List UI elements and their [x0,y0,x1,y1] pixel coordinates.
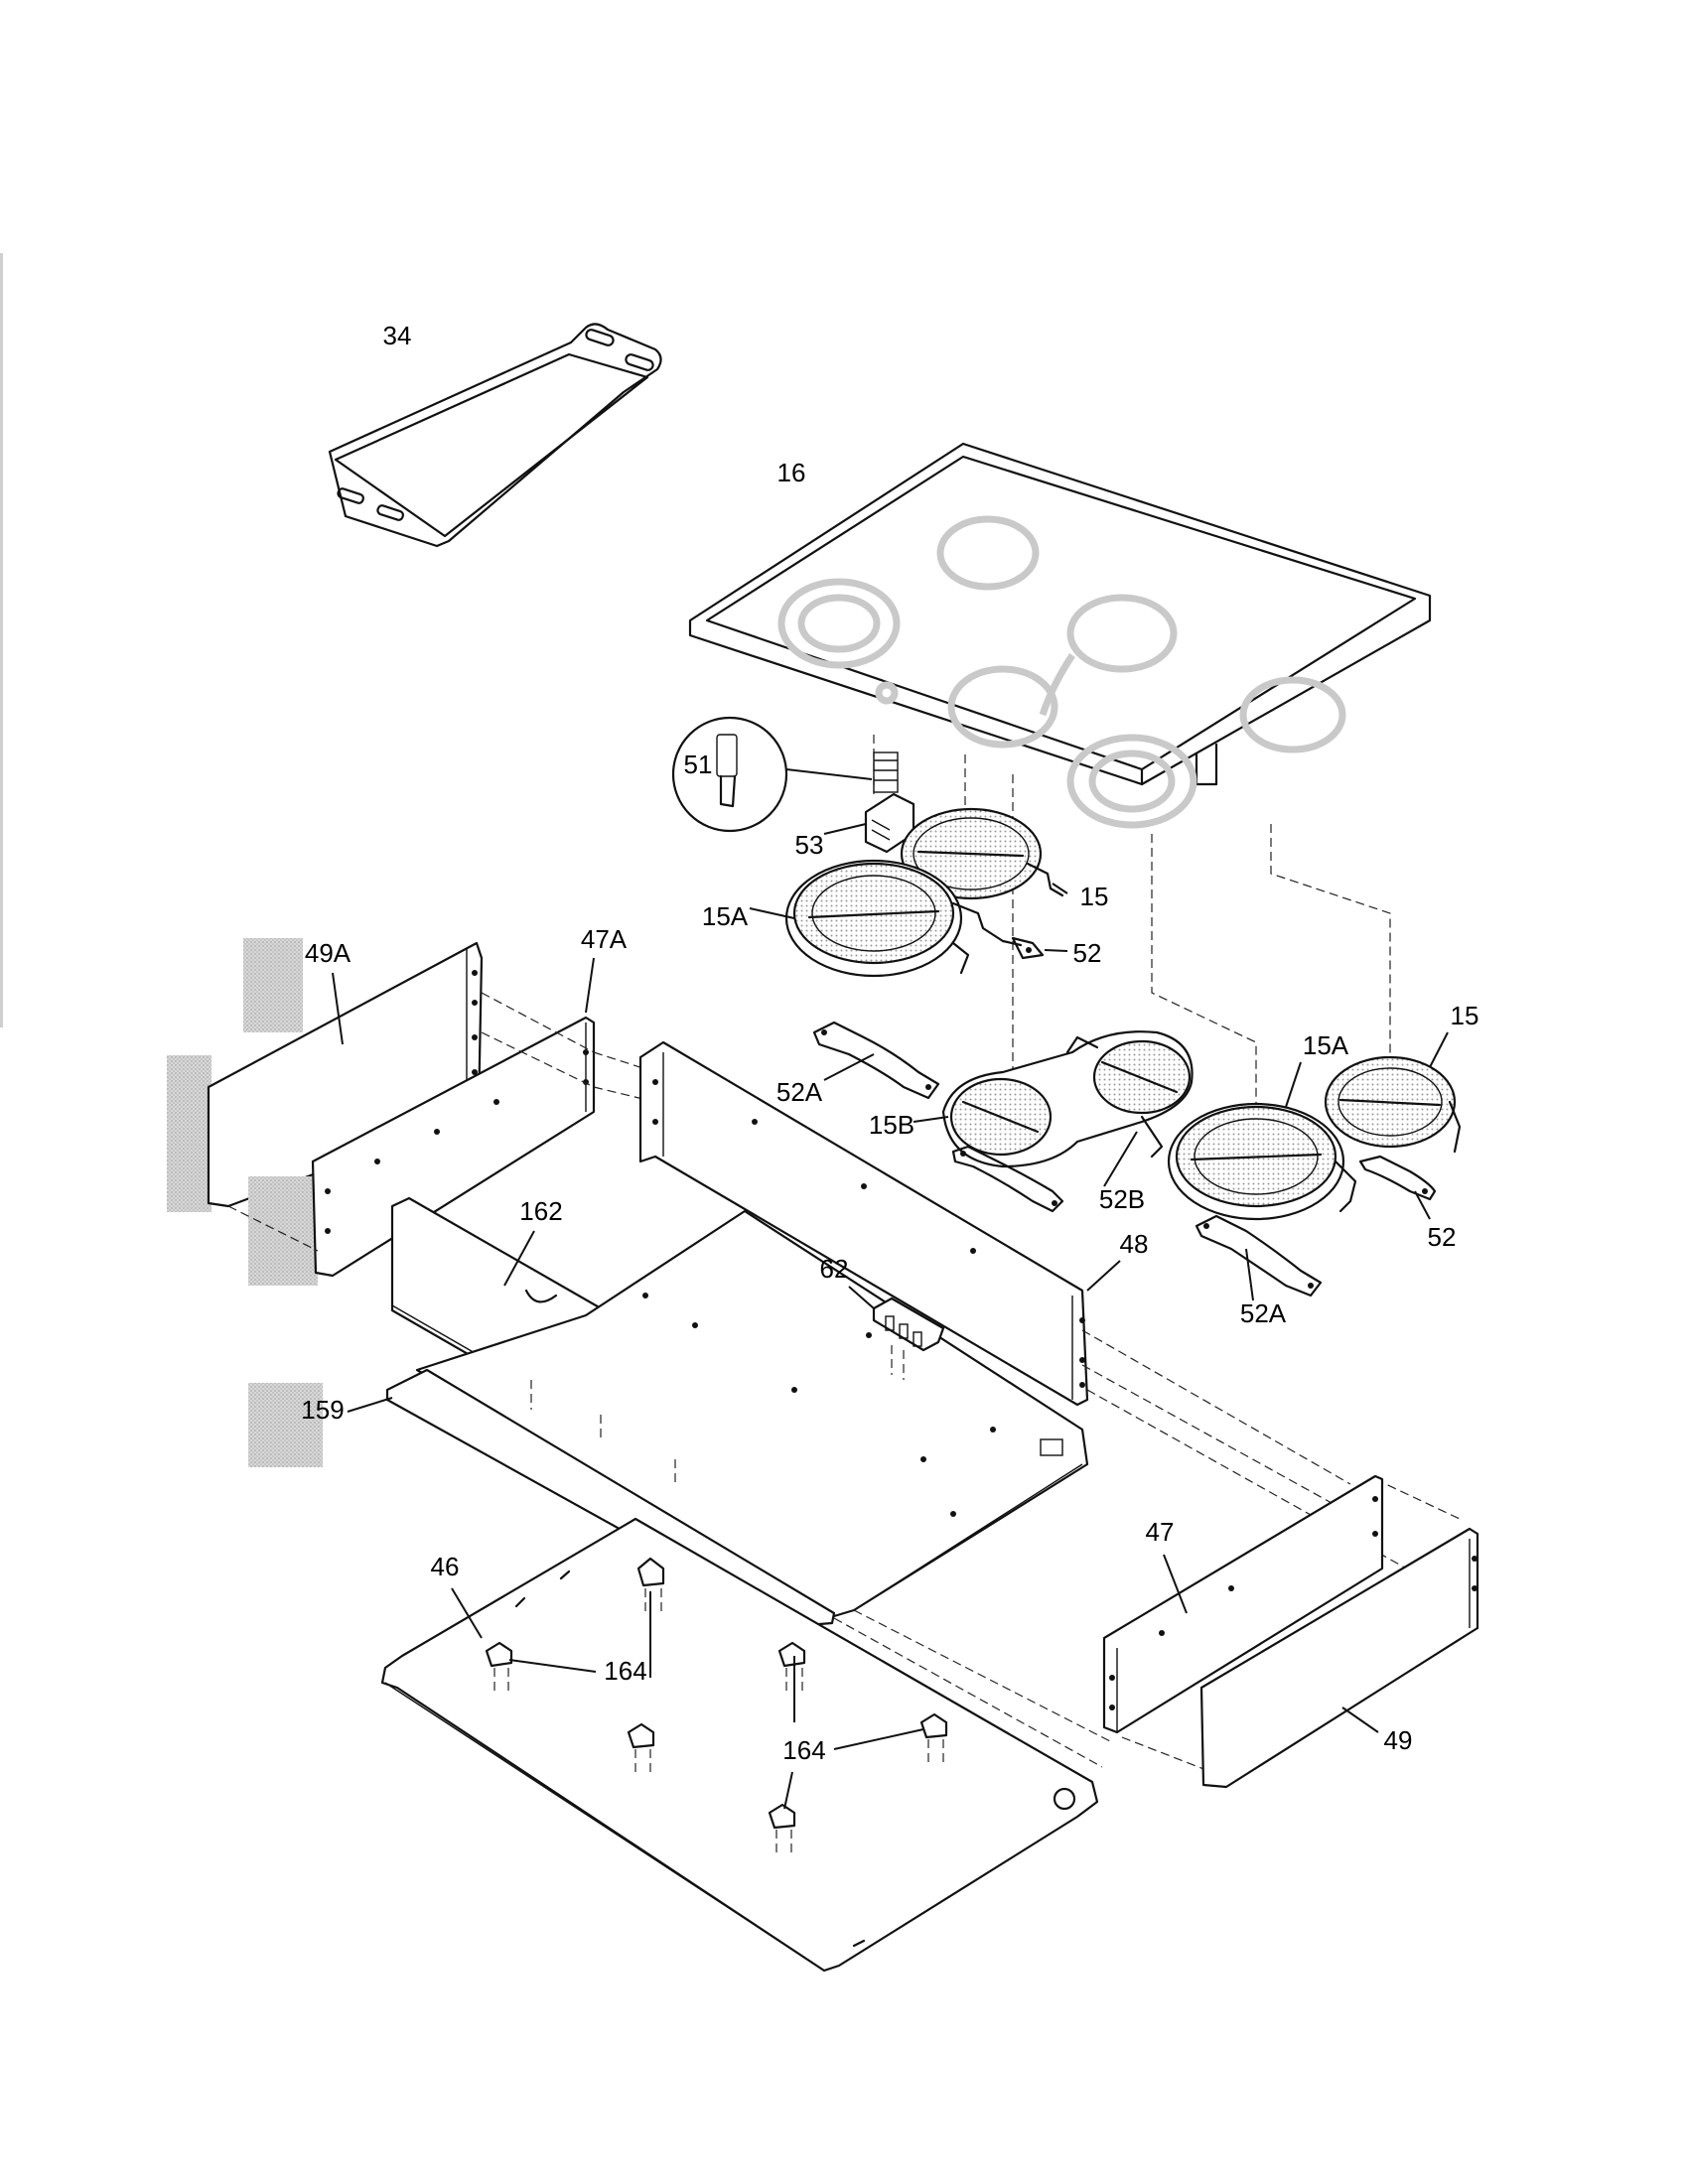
callout-49: 49 [1384,1725,1413,1755]
radiant-element-15-top [900,807,1068,900]
clip [636,1557,665,1613]
callout-164-a: 164 [604,1656,646,1686]
callout-52A-right: 52A [1240,1298,1287,1328]
callout-46: 46 [431,1552,460,1581]
callout-52-top: 52 [1073,938,1102,968]
callout-15-right: 15 [1451,1001,1479,1030]
rear-panel [638,1040,1121,1407]
clip [919,1712,948,1767]
callout-162: 162 [519,1196,562,1226]
clip [777,1641,806,1693]
radiant-element-15-right [1324,1031,1462,1154]
insulation [248,1368,836,1628]
callout-15A-right: 15A [1303,1030,1349,1060]
terminal-block-top [823,751,915,854]
bottom-pan [380,1517,1099,1973]
callout-53: 53 [795,830,824,860]
callout-49A: 49A [305,938,352,968]
clips [485,1557,948,1856]
bracket-52B [951,1115,1164,1213]
page-edge-mark [0,253,3,1027]
radiant-element-15A-left [749,859,1023,978]
callout-52A-left: 52A [776,1077,823,1107]
bracket-52-right [1358,1155,1437,1220]
terminal-block-bottom [848,1286,945,1380]
side-trim-right [1199,1527,1479,1789]
callout-15-top: 15 [1080,882,1109,911]
limiter-detail [671,716,873,833]
radiant-element-15A-right [1167,1061,1357,1221]
callout-47: 47 [1146,1517,1175,1547]
callout-159: 159 [301,1395,344,1425]
callout-34: 34 [383,321,412,350]
bracket-52A-left [812,1021,940,1100]
side-trim-left [167,938,484,1212]
callout-15B: 15B [869,1110,914,1140]
bracket-52A-right [1195,1214,1323,1301]
callout-labels: 34 16 51 53 15 15A 52 52A 15B 52B 15A 15… [301,321,1478,1765]
callout-51: 51 [684,750,713,779]
callout-52B: 52B [1099,1184,1145,1214]
callout-62: 62 [820,1254,849,1284]
clip [485,1641,513,1693]
cooking-zone-mark [777,578,901,669]
callout-16: 16 [777,458,806,487]
side-panel-right [1102,1474,1384,1734]
callout-15A-left: 15A [702,901,749,931]
chassis-tray [415,1209,1089,1618]
glass-cooktop [688,442,1432,829]
callout-52-right: 52 [1428,1222,1457,1252]
callout-164-b: 164 [782,1735,825,1765]
bracket-52-top [1011,936,1068,960]
bridge-element-15B [913,1030,1194,1168]
side-panel-left [248,957,596,1286]
alignment-lines-right [833,1329,1461,1773]
callout-48: 48 [1120,1229,1149,1259]
clip [768,1803,796,1856]
griddle [328,323,662,548]
alignment-lines-left [227,992,656,1252]
griddle-handle-slot-icon [585,329,615,346]
callout-47A: 47A [581,924,628,954]
hot-surface-indicator-icon [875,681,899,705]
clip [627,1722,655,1777]
